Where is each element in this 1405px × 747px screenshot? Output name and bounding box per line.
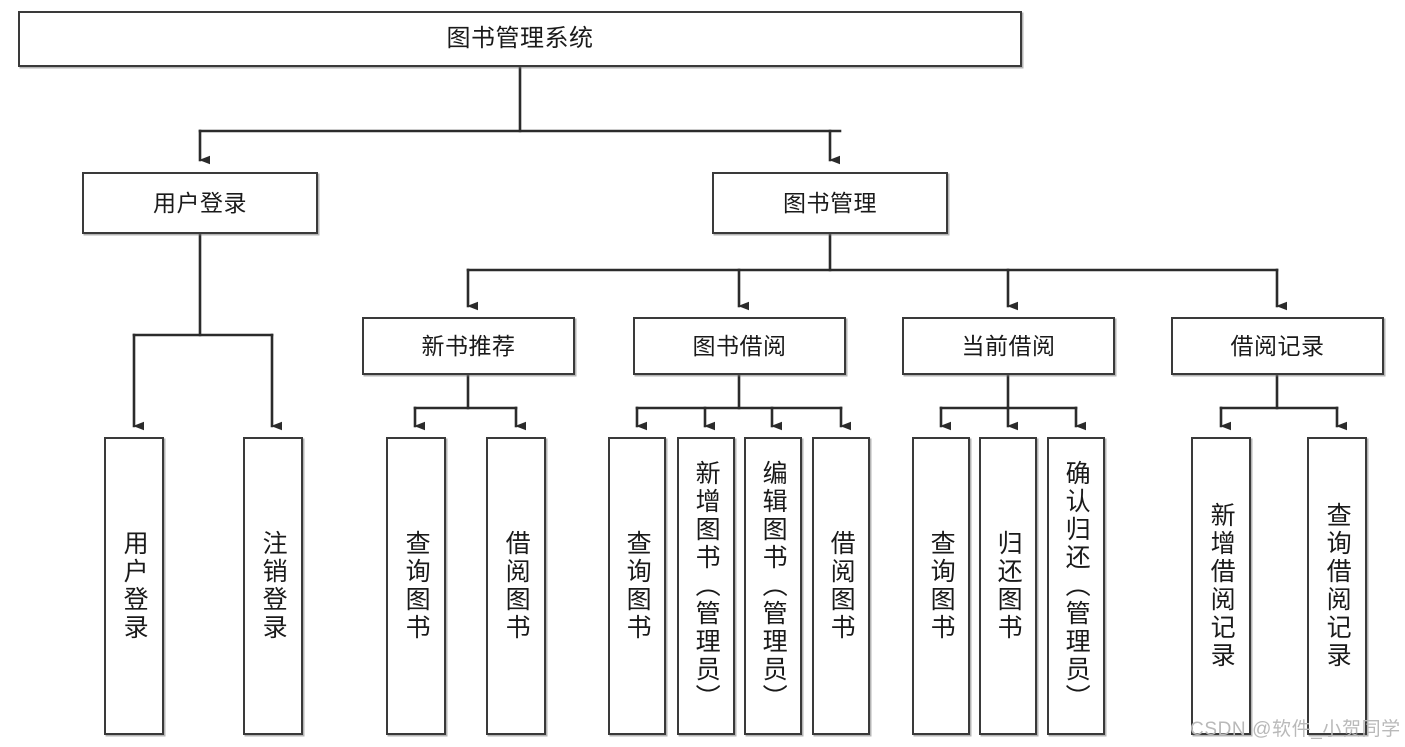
- node-user-login-label: 用户登录: [153, 189, 247, 216]
- node-leaf-add-book[interactable]: 新增图书（管理员）: [677, 437, 735, 735]
- node-leaf-query-book-2-label: 查询图书: [623, 530, 652, 642]
- node-new-book-recommend-label: 新书推荐: [421, 332, 516, 359]
- node-leaf-query-book-1[interactable]: 查询图书: [386, 437, 446, 735]
- node-borrow-record[interactable]: 借阅记录: [1171, 317, 1384, 375]
- node-leaf-query-book-2[interactable]: 查询图书: [608, 437, 666, 735]
- node-book-manage-label: 图书管理: [783, 189, 877, 216]
- node-leaf-query-record[interactable]: 查询借阅记录: [1307, 437, 1367, 735]
- node-book-borrow[interactable]: 图书借阅: [633, 317, 846, 375]
- node-leaf-borrow-book-2-label: 借阅图书: [827, 530, 856, 642]
- node-leaf-user-login[interactable]: 用户登录: [104, 437, 164, 735]
- node-leaf-edit-book-label: 编辑图书（管理员）: [759, 460, 788, 712]
- node-leaf-add-record[interactable]: 新增借阅记录: [1191, 437, 1251, 735]
- node-book-borrow-label: 图书借阅: [692, 332, 787, 359]
- node-leaf-add-book-label: 新增图书（管理员）: [692, 460, 721, 712]
- node-leaf-query-book-3-label: 查询图书: [927, 530, 956, 642]
- node-leaf-query-book-1-label: 查询图书: [402, 530, 431, 642]
- node-leaf-logout[interactable]: 注销登录: [243, 437, 303, 735]
- node-leaf-logout-label: 注销登录: [259, 530, 288, 642]
- node-book-manage[interactable]: 图书管理: [712, 172, 948, 234]
- node-leaf-user-login-label: 用户登录: [120, 530, 149, 642]
- node-borrow-record-label: 借阅记录: [1230, 332, 1325, 359]
- node-leaf-borrow-book-1[interactable]: 借阅图书: [486, 437, 546, 735]
- node-leaf-query-record-label: 查询借阅记录: [1323, 502, 1352, 670]
- node-leaf-return-book-label: 归还图书: [994, 530, 1023, 642]
- node-root-label: 图书管理系统: [446, 25, 594, 53]
- node-leaf-add-record-label: 新增借阅记录: [1207, 502, 1236, 670]
- node-leaf-borrow-book-1-label: 借阅图书: [502, 530, 531, 642]
- node-leaf-confirm-return[interactable]: 确认归还（管理员）: [1047, 437, 1105, 735]
- watermark-text: CSDN @软件_小贺同学: [1190, 719, 1401, 740]
- node-leaf-confirm-return-label: 确认归还（管理员）: [1062, 460, 1091, 712]
- node-user-login[interactable]: 用户登录: [82, 172, 318, 234]
- node-current-borrow[interactable]: 当前借阅: [902, 317, 1115, 375]
- node-new-book-recommend[interactable]: 新书推荐: [362, 317, 575, 375]
- node-leaf-edit-book[interactable]: 编辑图书（管理员）: [744, 437, 802, 735]
- node-root[interactable]: 图书管理系统: [18, 11, 1022, 67]
- node-current-borrow-label: 当前借阅: [961, 332, 1056, 359]
- node-leaf-query-book-3[interactable]: 查询图书: [912, 437, 970, 735]
- node-leaf-return-book[interactable]: 归还图书: [979, 437, 1037, 735]
- node-leaf-borrow-book-2[interactable]: 借阅图书: [812, 437, 870, 735]
